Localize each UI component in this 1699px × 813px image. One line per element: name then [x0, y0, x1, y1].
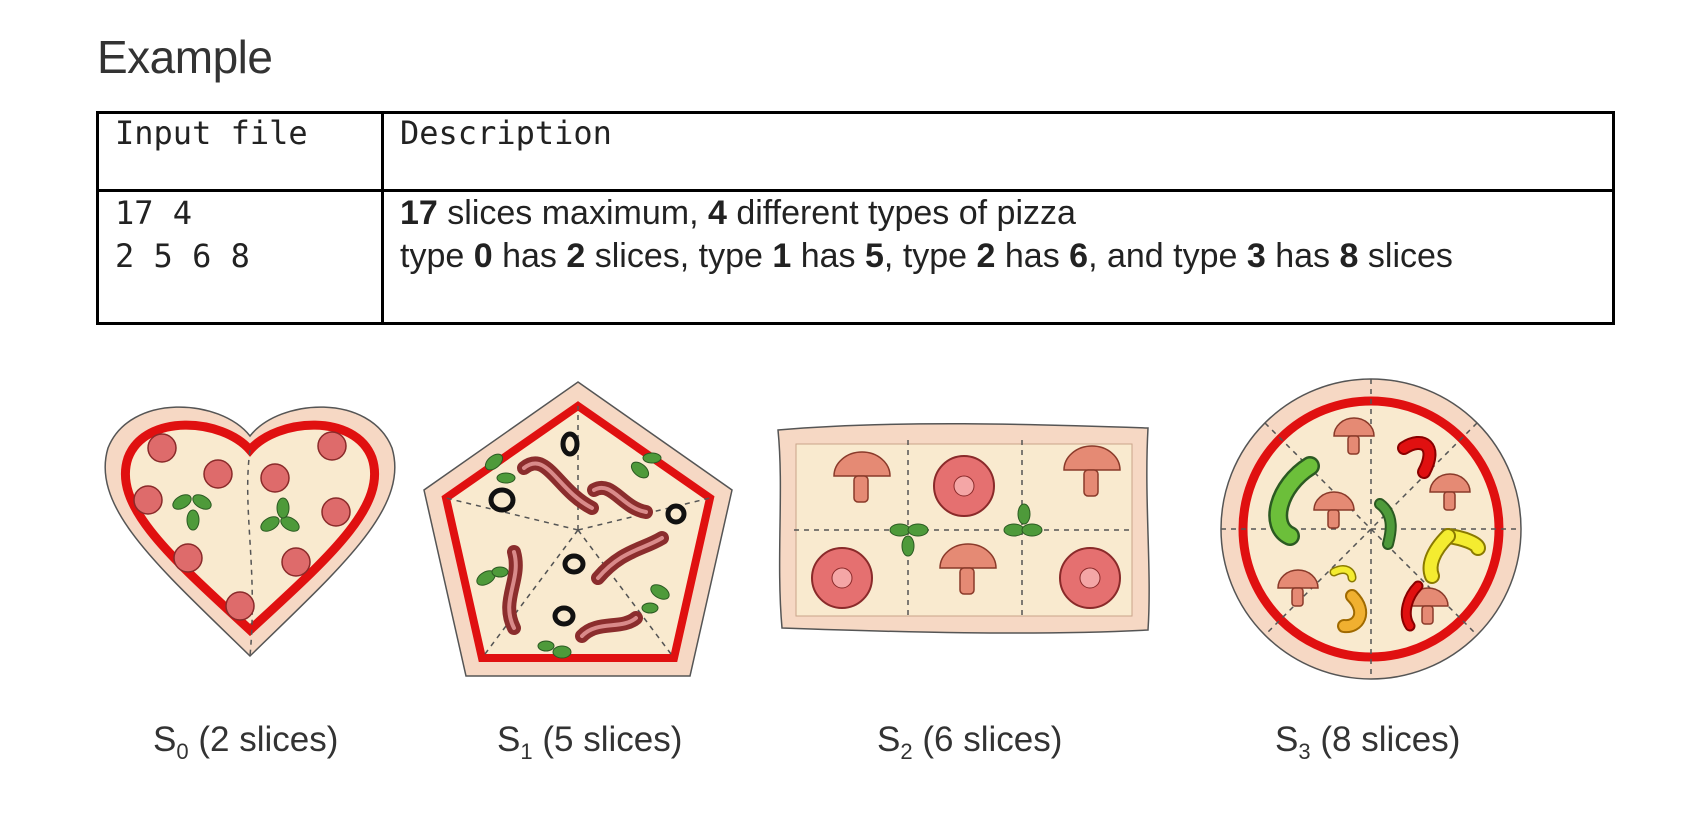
caption-subscript: 1: [520, 739, 533, 764]
description-number: 1: [772, 237, 792, 275]
pizza-caption-3: S3 (8 slices): [1275, 720, 1460, 765]
description-text: has: [995, 237, 1070, 275]
caption-subscript: 2: [900, 739, 913, 764]
caption-text: (5 slices): [542, 720, 683, 759]
input-file-header: Input file: [96, 111, 384, 192]
description-number: 17: [400, 194, 438, 232]
description-text: has: [791, 237, 865, 275]
description-text: has: [1265, 237, 1340, 275]
description-number: 3: [1246, 237, 1266, 275]
input-file-cell: 17 4 2 5 6 8: [96, 189, 384, 325]
caption-letter: S: [877, 720, 901, 759]
description-text: has: [492, 237, 567, 275]
input-line-2: 2 5 6 8: [115, 237, 250, 275]
description-text: different types of pizza: [726, 194, 1076, 232]
description-text: , and type: [1088, 237, 1247, 275]
description-header: Description: [381, 111, 1615, 192]
description-text: slices maximum,: [437, 194, 708, 232]
input-line-1: 17 4: [115, 194, 193, 232]
caption-letter: S: [153, 720, 177, 759]
description-line-2: type 0 has 2 slices, type 1 has 5, type …: [400, 235, 1596, 278]
description-number: 8: [1339, 237, 1359, 275]
description-number: 4: [707, 194, 727, 232]
example-table: Input file Description 17 4 2 5 6 8 17 s…: [96, 111, 1615, 325]
circle-pizza-image: [1220, 378, 1522, 680]
caption-subscript: 3: [1298, 739, 1311, 764]
rectangle-pizza-image: [777, 422, 1150, 634]
description-text: slices, type: [585, 237, 773, 275]
description-number: 5: [865, 237, 884, 275]
caption-letter: S: [1275, 720, 1299, 759]
pentagon-pizza-image: [423, 381, 733, 677]
description-line-1: 17 slices maximum, 4 different types of …: [400, 192, 1596, 235]
page-title: Example: [97, 31, 273, 83]
description-text: slices: [1358, 237, 1453, 275]
caption-text: (8 slices): [1320, 720, 1461, 759]
table-row: 17 4 2 5 6 8 17 slices maximum, 4 differ…: [96, 189, 1615, 325]
description-number: 0: [473, 237, 493, 275]
heart-pizza-image: [104, 406, 396, 658]
description-number: 6: [1069, 237, 1089, 275]
caption-subscript: 0: [176, 739, 189, 764]
pizza-caption-1: S1 (5 slices): [497, 720, 682, 765]
pizza-caption-2: S2 (6 slices): [877, 720, 1062, 765]
pizza-caption-0: S0 (2 slices): [153, 720, 338, 765]
caption-text: (6 slices): [922, 720, 1063, 759]
description-text: , type: [883, 237, 977, 275]
table-header-row: Input file Description: [96, 111, 1615, 192]
description-cell: 17 slices maximum, 4 different types of …: [381, 189, 1615, 325]
description-number: 2: [976, 237, 996, 275]
description-text: type: [400, 237, 474, 275]
caption-text: (2 slices): [198, 720, 339, 759]
description-number: 2: [566, 237, 586, 275]
caption-letter: S: [497, 720, 521, 759]
